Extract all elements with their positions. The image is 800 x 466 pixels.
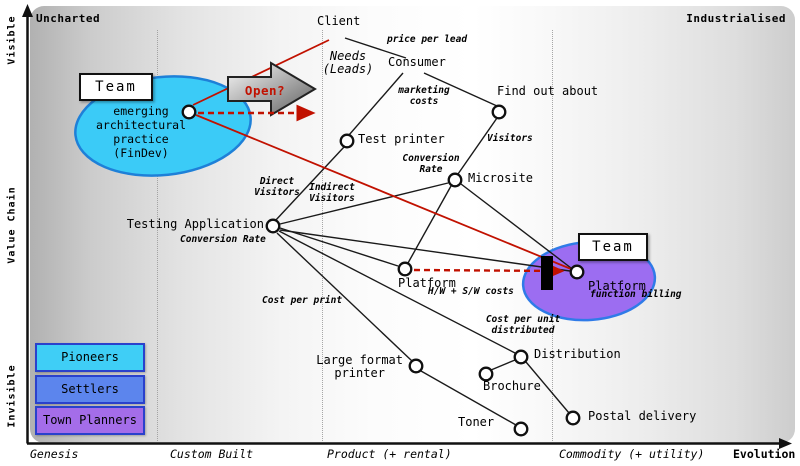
needs-leads-label: Needs (Leads)	[322, 49, 374, 76]
stage-label-commodity-utility-: Commodity (+ utility)	[559, 447, 705, 461]
testing-application-label: Testing Application	[126, 217, 264, 231]
platform-right-node	[569, 264, 585, 280]
team-blobs	[74, 75, 657, 322]
toner-label: Toner	[458, 415, 495, 429]
platform-right-label: Platform	[588, 279, 646, 293]
stage-label-genesis: Genesis	[30, 447, 79, 461]
test-printer-node	[339, 133, 355, 149]
uncharted-label: Uncharted	[36, 12, 101, 25]
component-nodes	[181, 104, 585, 437]
find-out-about-label: Find out about	[497, 84, 599, 98]
client-label: Client	[317, 14, 361, 28]
find-out-about-node	[491, 104, 507, 120]
distribution-node	[513, 349, 529, 365]
toner-node	[513, 421, 529, 437]
open-block-arrow	[227, 61, 317, 117]
open-arrow-label: Open?	[244, 83, 286, 98]
platform-left-label: Platform	[398, 276, 456, 290]
brochure-node	[478, 366, 494, 382]
brochure-label: Brochure	[483, 379, 541, 393]
industrialised-label: Industrialised	[686, 12, 786, 25]
inertia-bar	[541, 256, 553, 290]
team-box-findev: Team	[79, 73, 153, 101]
distribution-label: Distribution	[534, 347, 621, 361]
legend-pioneers: Pioneers	[35, 343, 145, 372]
function-billing-label: function billing	[590, 289, 682, 300]
cost-per-unit-label: Cost per unit distributed	[485, 314, 561, 336]
team-box-platform: Team	[578, 233, 648, 261]
legend-settlers: Settlers	[35, 375, 145, 404]
direct-visitors-label: Direct Visitors	[254, 176, 300, 198]
pioneers-blob	[74, 75, 252, 177]
findev-blob-label: emerging architectural practice (FinDev)	[95, 104, 187, 160]
stage-separator	[157, 30, 158, 441]
findev-node	[181, 104, 197, 120]
conversion-rate-microsite-label: Conversion Rate	[402, 153, 460, 175]
stage-separator	[552, 30, 553, 441]
price-per-lead-label: price per lead	[387, 34, 468, 45]
testing-application-node	[265, 218, 281, 234]
stage-label-product-rental-: Product (+ rental)	[327, 447, 452, 461]
microsite-label: Microsite	[468, 171, 534, 185]
platform-left-node	[397, 261, 413, 277]
movement-arrows	[198, 104, 565, 280]
conversion-rate-ta-label: Conversion Rate	[180, 234, 266, 245]
postal-delivery-node	[565, 410, 581, 426]
large-format-printer-label: Large format printer	[316, 353, 403, 380]
hw-sw-costs-label: H/W + S/W costs	[428, 286, 514, 297]
large-format-printer-node	[408, 358, 424, 374]
visitors-label: Visitors	[487, 133, 533, 144]
postal-delivery-label: Postal delivery	[588, 409, 697, 423]
value-chain-edges	[192, 37, 572, 426]
stage-label-custom-built: Custom Built	[170, 447, 254, 461]
microsite-node	[447, 172, 463, 188]
evolution-axis-label: Evolution	[733, 447, 796, 461]
consumer-label: Consumer	[388, 55, 446, 69]
cost-per-print-label: Cost per print	[262, 295, 343, 306]
legend-town-planners: Town Planners	[35, 406, 145, 435]
indirect-visitors-label: Indirect Visitors	[309, 182, 355, 204]
test-printer-label: Test printer	[358, 132, 445, 146]
axes	[22, 4, 792, 449]
marketing-costs-label: marketing costs	[398, 85, 450, 107]
